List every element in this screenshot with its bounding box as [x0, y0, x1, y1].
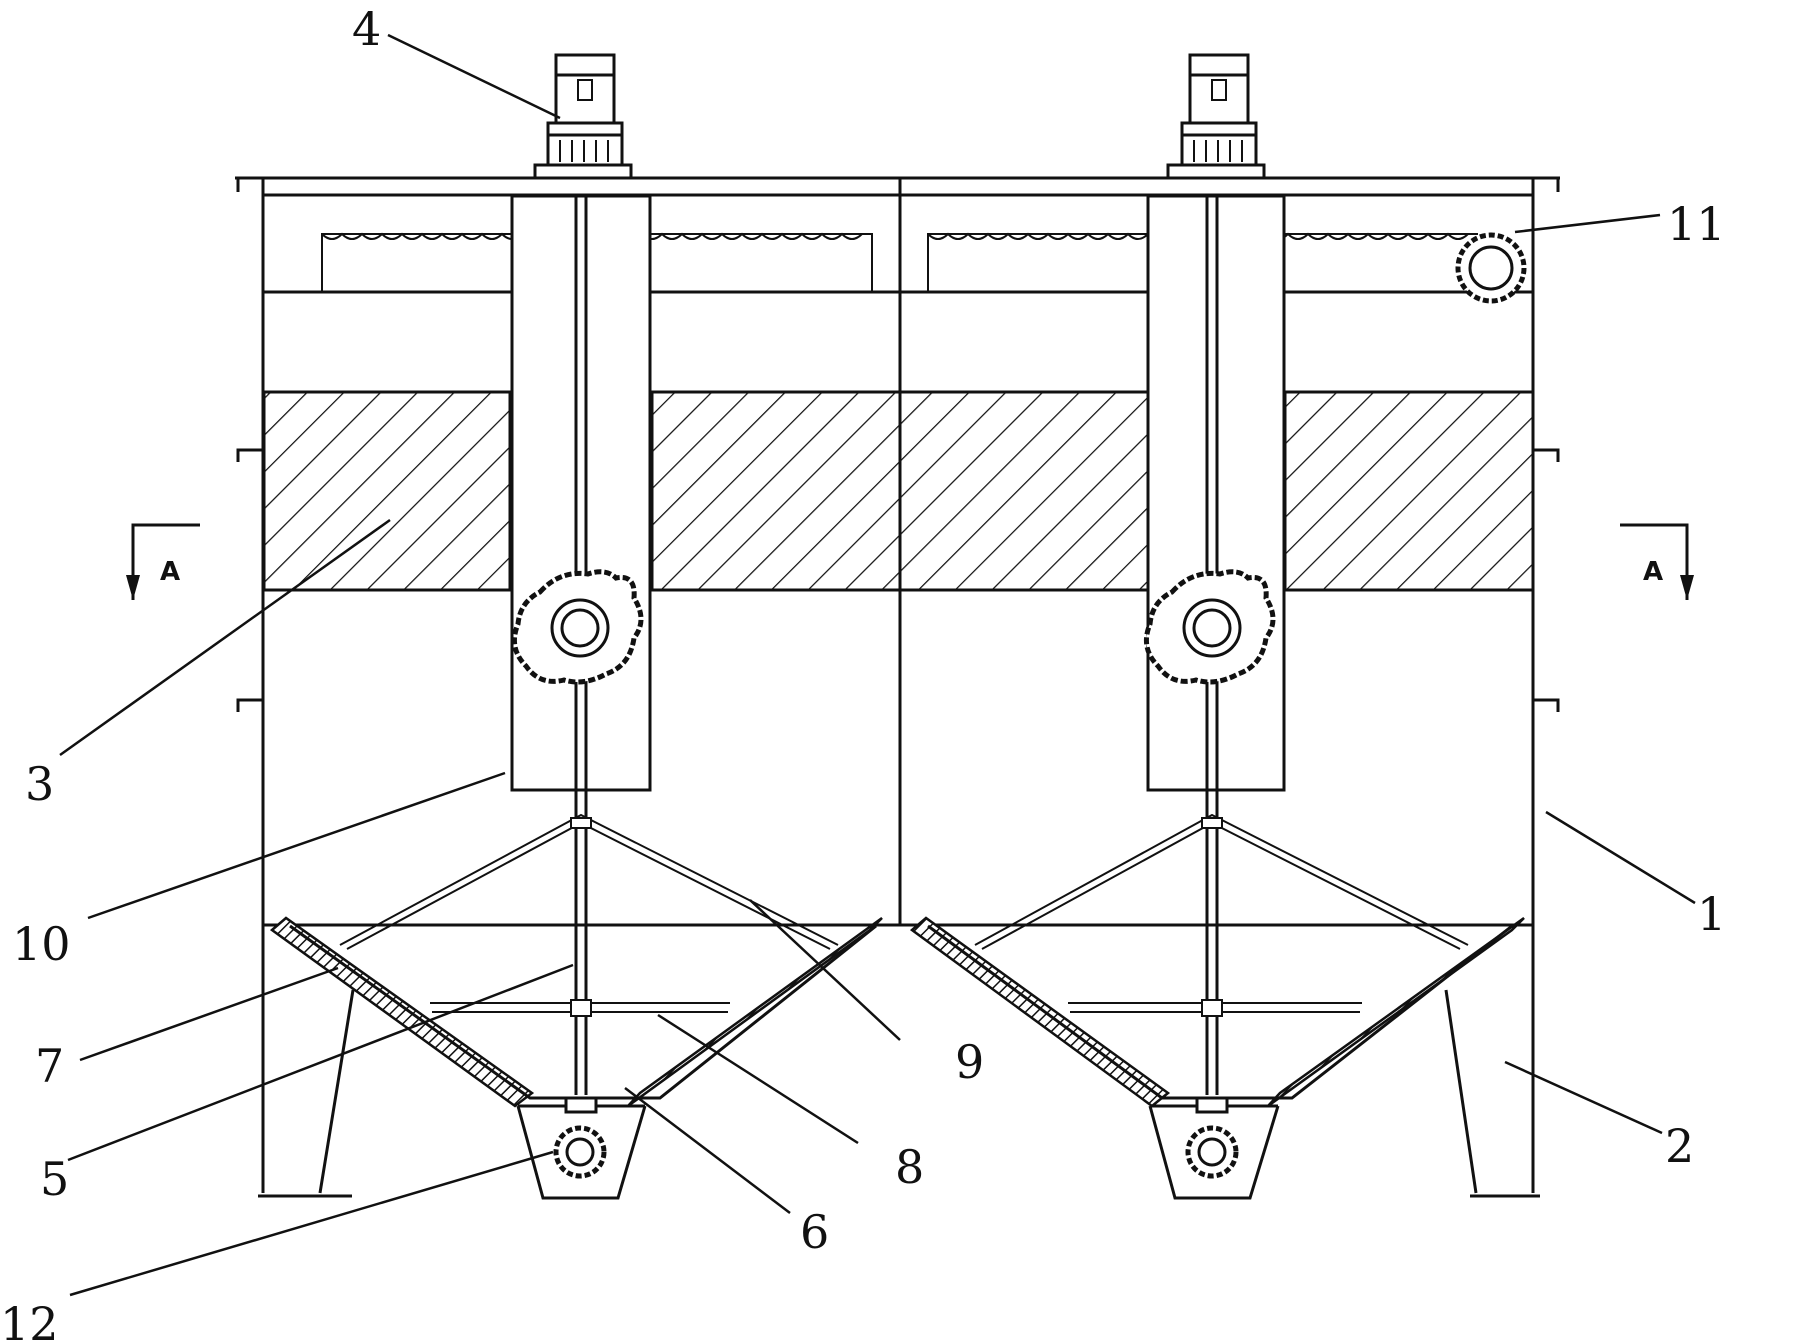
label-12: 12	[0, 1297, 59, 1344]
motor-left	[533, 53, 633, 180]
outlet-pipe	[1455, 232, 1527, 304]
motor-right	[1166, 53, 1266, 180]
labels: 4 11 3 1 10 7 9 2 5 8 6 12	[0, 2, 1726, 1344]
right-unit	[909, 53, 1525, 1200]
section-marker-left: A	[126, 523, 200, 600]
support-legs	[258, 989, 1540, 1198]
label-4: 4	[352, 2, 381, 56]
label-8: 8	[895, 1140, 924, 1194]
svg-text:A: A	[160, 557, 180, 587]
left-unit	[269, 53, 883, 1200]
svg-text:A: A	[1643, 557, 1663, 587]
label-9: 9	[955, 1035, 984, 1089]
section-marker-right: A	[1620, 523, 1694, 600]
label-1: 1	[1697, 887, 1726, 941]
tank-frame	[235, 176, 1560, 1193]
label-5: 5	[40, 1152, 69, 1206]
label-11: 11	[1667, 197, 1726, 251]
center-tube-left	[510, 194, 652, 792]
label-7: 7	[35, 1039, 64, 1093]
label-10: 10	[12, 917, 71, 971]
label-2: 2	[1665, 1119, 1694, 1173]
label-3: 3	[25, 757, 54, 811]
inlet-pipe-left	[511, 569, 644, 685]
label-6: 6	[800, 1205, 829, 1259]
inlet-pipe-right	[1143, 569, 1276, 685]
leader-lines	[59, 33, 1696, 1297]
